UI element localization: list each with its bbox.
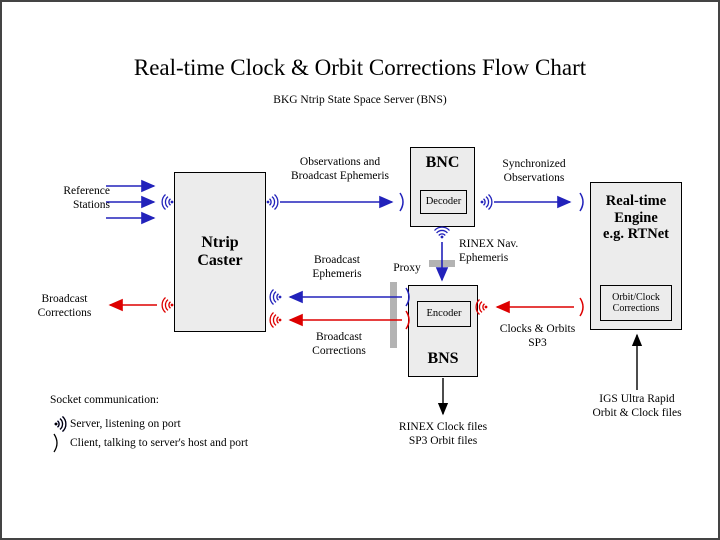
bnc-decoder-inner-box[interactable]: Decoder	[420, 190, 467, 214]
socket-server-icon-caster-right-red	[269, 311, 283, 329]
observations-broadcast-ephemeris-label: Observations and Broadcast Ephemeris	[270, 155, 410, 184]
legend-client-text: Client, talking to server's host and por…	[70, 437, 249, 449]
legend-socket-server-icon	[53, 415, 67, 433]
rinex-files-line2: SP3 Orbit files	[408, 435, 478, 448]
sync-obs-line1: Synchronized	[502, 158, 566, 170]
rte-label-line3: e.g. RTNet	[603, 226, 669, 243]
ntrip-caster-label-line1: Ntrip	[201, 233, 239, 251]
broadcast-corrections-center-label: Broadcast Corrections	[294, 330, 384, 359]
socket-server-icon-bnc-right-blue	[479, 193, 493, 211]
rte-inner-label-line1: Orbit/Clock	[612, 292, 660, 303]
rinex-clock-sp3-files-label: RINEX Clock files SP3 Orbit files	[373, 420, 513, 449]
clocks-orbits-line2: SP3	[528, 337, 547, 350]
reference-stations-line1: Reference	[63, 185, 110, 197]
rte-label-line2: Engine	[614, 209, 658, 226]
ntrip-caster-label-line2: Caster	[197, 252, 243, 269]
bc-center-line2: Corrections	[312, 345, 366, 358]
broadcast-ephemeris-label: Broadcast Ephemeris	[292, 253, 382, 282]
bc-left-line2: Corrections	[37, 307, 92, 320]
rinex-nav-ephemeris-label: RINEX Nav. Ephemeris	[459, 237, 569, 266]
bns-box[interactable]: Encoder BNS	[408, 285, 478, 377]
broadcast-corrections-left-label: Broadcast Corrections	[12, 292, 117, 321]
reference-stations-line2: Stations	[72, 199, 110, 212]
legend-socket-client-icon	[53, 433, 58, 453]
rinex-files-line1: RINEX Clock files	[398, 421, 488, 433]
bnc-label: BNC	[425, 154, 460, 171]
rte-orbit-clock-corrections-inner-box[interactable]: Orbit/Clock Corrections	[600, 285, 672, 321]
bc-left-line1: Broadcast	[41, 293, 88, 305]
socket-server-icon-bnc-bottom-blue	[433, 226, 451, 240]
socket-server-icon-caster-left-blue	[161, 193, 175, 211]
socket-server-icon-caster-left-red	[161, 296, 175, 314]
page-subtitle: BKG Ntrip State Space Server (BNS)	[273, 94, 447, 106]
socket-client-icon-bnc-left	[399, 192, 404, 212]
obs-be-line1: Observations and	[299, 156, 381, 168]
socket-client-icon-rte-left-top	[579, 192, 584, 212]
proxy-bar-vertical	[390, 282, 397, 348]
bc-center-line1: Broadcast	[316, 331, 362, 343]
be-line2: Ephemeris	[312, 268, 362, 281]
igs-line1: IGS Ultra Rapid	[599, 393, 675, 405]
bns-encoder-label: Encoder	[426, 308, 462, 320]
socket-client-icon-rte-left-bottom	[579, 297, 584, 317]
reference-stations-label: Reference Stations	[20, 184, 110, 213]
ntrip-caster-box[interactable]: Ntrip Caster	[174, 172, 266, 332]
bnc-box[interactable]: BNC Decoder	[410, 147, 475, 227]
clocks-orbits-line1: Clocks & Orbits	[499, 323, 576, 335]
rte-inner-label-line2: Corrections	[612, 303, 660, 314]
bnc-decoder-label: Decoder	[425, 196, 462, 208]
socket-server-icon-caster-right-blue	[265, 193, 279, 211]
proxy-label: Proxy	[393, 262, 421, 274]
bns-encoder-inner-box[interactable]: Encoder	[417, 301, 471, 327]
legend-server-text: Server, listening on port	[70, 418, 181, 430]
bns-label: BNS	[427, 349, 459, 367]
sync-obs-line2: Observations	[503, 172, 565, 185]
proxy-bar-horizontal	[429, 260, 455, 267]
legend-heading: Socket communication:	[50, 394, 159, 406]
clocks-orbits-sp3-label: Clocks & Orbits SP3	[485, 322, 590, 351]
obs-be-line2: Broadcast Ephemeris	[290, 170, 390, 183]
be-line1: Broadcast	[314, 254, 360, 266]
socket-server-icon-caster-right-blue-2	[269, 288, 283, 306]
igs-ultra-rapid-label: IGS Ultra Rapid Orbit & Clock files	[567, 392, 707, 421]
igs-line2: Orbit & Clock files	[592, 407, 682, 420]
rte-label-line1: Real-time	[605, 193, 667, 209]
rinex-nav-line1: RINEX Nav.	[459, 238, 519, 250]
rinex-nav-line2: Ephemeris	[459, 252, 509, 265]
realtime-engine-box[interactable]: Real-time Engine e.g. RTNet Orbit/Clock …	[590, 182, 682, 330]
page-title: Real-time Clock & Orbit Corrections Flow…	[133, 55, 587, 80]
synchronized-observations-label: Synchronized Observations	[484, 157, 584, 186]
